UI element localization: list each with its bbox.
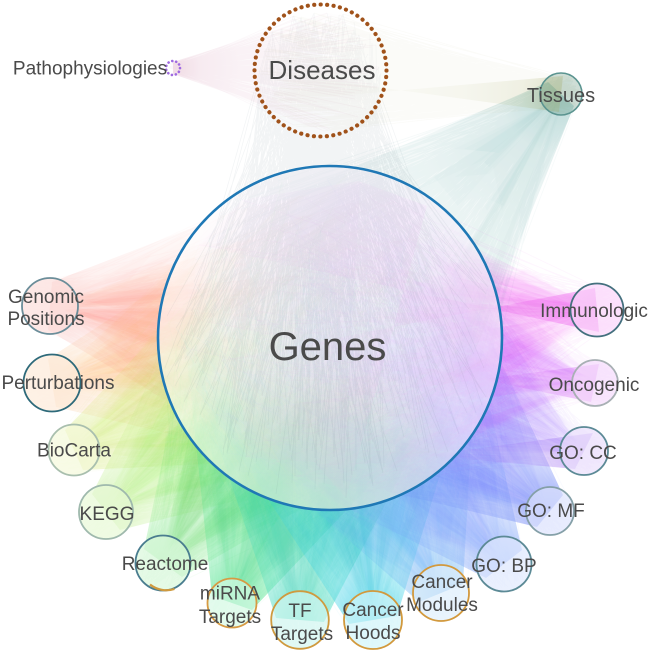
svg-text:GO: MF: GO: MF <box>517 501 585 522</box>
svg-text:Pathophysiologies: Pathophysiologies <box>13 59 167 80</box>
svg-text:Cancer: Cancer <box>411 572 473 593</box>
svg-text:Oncogenic: Oncogenic <box>549 375 640 396</box>
svg-text:Perturbations: Perturbations <box>1 373 114 394</box>
svg-text:miRNA: miRNA <box>200 584 260 605</box>
svg-text:Positions: Positions <box>7 309 84 330</box>
svg-text:TF: TF <box>288 601 311 622</box>
svg-text:Cancer: Cancer <box>342 600 404 621</box>
svg-text:BioCarta: BioCarta <box>37 441 111 462</box>
svg-text:Reactome: Reactome <box>122 554 209 575</box>
svg-text:Modules: Modules <box>406 595 478 616</box>
svg-text:Genomic: Genomic <box>8 287 84 308</box>
svg-text:GO: BP: GO: BP <box>471 556 536 577</box>
svg-text:Tissues: Tissues <box>527 85 595 107</box>
svg-text:Targets: Targets <box>199 607 261 628</box>
svg-text:GO: CC: GO: CC <box>549 443 617 464</box>
svg-text:Targets: Targets <box>271 624 333 645</box>
svg-text:Hoods: Hoods <box>346 623 401 644</box>
svg-text:Immunologic: Immunologic <box>540 301 648 322</box>
svg-text:KEGG: KEGG <box>80 504 135 525</box>
svg-text:Genes: Genes <box>269 325 387 369</box>
svg-text:Diseases: Diseases <box>269 55 376 85</box>
